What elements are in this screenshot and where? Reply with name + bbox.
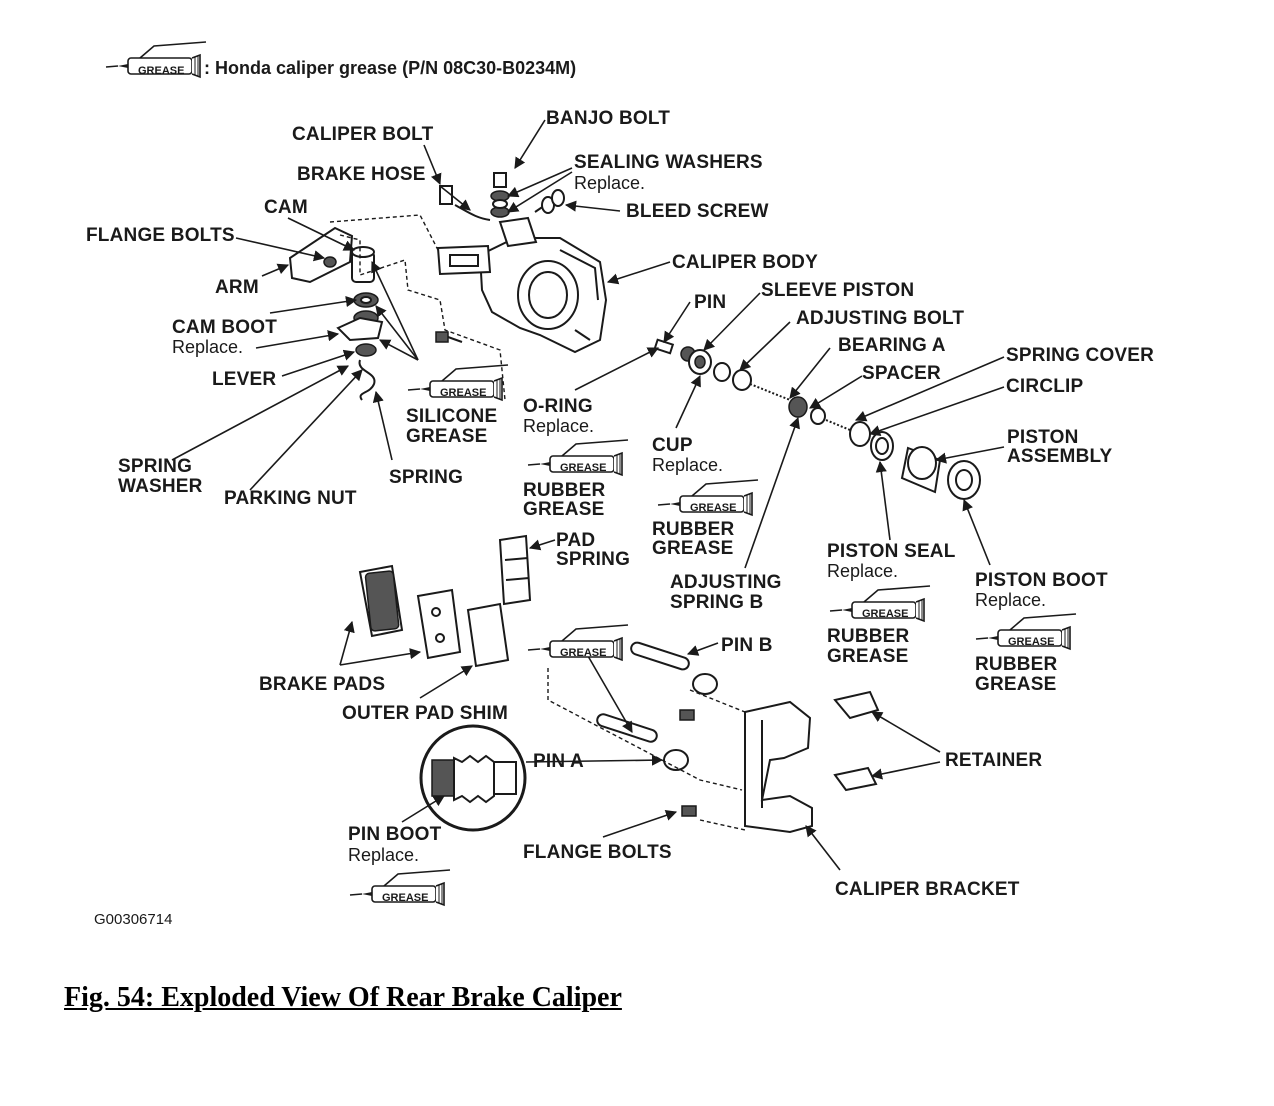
label-rubber-grease-1: GREASE	[523, 499, 604, 520]
alignment-guide-upper	[329, 214, 439, 251]
label-bearing-a: BEARING A	[838, 335, 946, 356]
label-brake-hose: BRAKE HOSE	[297, 164, 426, 185]
label-spring-cover: SPRING COVER	[1006, 345, 1154, 366]
grease-tube-label: GREASE	[1008, 636, 1054, 648]
alignment-guide	[339, 234, 506, 401]
label-sleeve-piston: SLEEVE PISTON	[761, 280, 914, 301]
label-sealing-washers: SEALING WASHERS	[574, 152, 763, 173]
label-spring: SPRING	[389, 467, 463, 488]
label-caliper-bracket: CALIPER BRACKET	[835, 879, 1020, 900]
grease-tube-label: GREASE	[138, 65, 184, 77]
label-circlip: CIRCLIP	[1006, 376, 1084, 397]
label-spacer: SPACER	[862, 363, 941, 384]
label-rubber-3: RUBBER	[827, 626, 910, 647]
label-pin: PIN	[694, 292, 726, 313]
label-cam: CAM	[264, 197, 308, 218]
label-banjo-bolt: BANJO BOLT	[546, 108, 670, 129]
label-rubber-1: RUBBER	[523, 480, 606, 501]
label-cup-note: Replace.	[652, 455, 723, 475]
pin-boot-detail	[419, 724, 527, 832]
label-piston-seal: PISTON SEAL	[827, 541, 956, 562]
brake-pads-drawing	[358, 534, 532, 668]
label-pad-spring: SPRING	[556, 549, 630, 570]
label-rubber-grease-4: GREASE	[975, 674, 1056, 695]
label-caliper-bolt: CALIPER BOLT	[292, 124, 434, 145]
label-sealing-washers-note: Replace.	[574, 173, 645, 193]
label-piston-seal-note: Replace.	[827, 561, 898, 581]
label-o-ring-note: Replace.	[523, 416, 594, 436]
label-flange-bolts-bottom: FLANGE BOLTS	[523, 842, 672, 863]
grease-tube-label: GREASE	[382, 892, 428, 904]
label-pad: PAD	[556, 530, 595, 551]
label-rubber-grease-3: GREASE	[827, 646, 908, 667]
figure-caption: Fig. 54: Exploded View Of Rear Brake Cal…	[64, 982, 622, 1013]
label-rubber-4: RUBBER	[975, 654, 1058, 675]
grease-tube-label: GREASE	[690, 502, 736, 514]
legend-text: : Honda caliper grease (P/N 08C30-B0234M…	[204, 58, 576, 78]
leader-lines	[171, 119, 1005, 871]
label-parking-nut: PARKING NUT	[224, 488, 357, 509]
label-pin-b: PIN B	[721, 635, 773, 656]
label-flange-bolts-top: FLANGE BOLTS	[86, 225, 235, 246]
label-rubber-2: RUBBER	[652, 519, 735, 540]
label-pin-boot-note: Replace.	[348, 845, 419, 865]
label-retainer: RETAINER	[945, 750, 1042, 771]
label-adjusting: ADJUSTING	[670, 572, 782, 593]
grease-legend: GREASE : Honda caliper grease (P/N 08C30…	[105, 41, 576, 78]
label-silicone: SILICONE	[406, 406, 497, 427]
label-brake-pads: BRAKE PADS	[259, 674, 385, 695]
label-silicone-grease: GREASE	[406, 426, 487, 447]
grease-tube-label: GREASE	[440, 387, 486, 399]
figure-code: G00306714	[94, 911, 172, 928]
grease-icons: GREASE GREASE GREASE GREASE GREASE GREAS…	[349, 364, 1077, 906]
label-bleed-screw: BLEED SCREW	[626, 201, 769, 222]
grease-tube-label: GREASE	[560, 647, 606, 659]
label-cam-boot-note: Replace.	[172, 337, 243, 357]
grease-tube-label: GREASE	[862, 608, 908, 620]
bracket-and-pins-drawing	[547, 641, 880, 834]
caliper-body-drawing	[436, 216, 608, 354]
label-outer-pad-shim: OUTER PAD SHIM	[342, 703, 508, 724]
label-cam-boot: CAM BOOT	[172, 317, 277, 338]
part-labels: CALIPER BOLT BANJO BOLT SEALING WASHERS …	[86, 108, 1154, 928]
label-cup: CUP	[652, 435, 693, 456]
label-spring-b: SPRING B	[670, 592, 763, 613]
label-pin-boot: PIN BOOT	[348, 824, 442, 845]
label-adjusting-bolt: ADJUSTING BOLT	[796, 308, 964, 329]
label-piston-boot-note: Replace.	[975, 590, 1046, 610]
label-spring-washer-2: WASHER	[118, 476, 203, 497]
label-pin-a: PIN A	[533, 751, 584, 772]
label-rubber-grease-2: GREASE	[652, 538, 733, 559]
label-piston: PISTON	[1007, 427, 1079, 448]
label-lever: LEVER	[212, 369, 276, 390]
grease-tube-label: GREASE	[560, 462, 606, 474]
label-caliper-body: CALIPER BODY	[672, 252, 818, 273]
small-bolt-drawing	[435, 331, 463, 343]
label-piston-boot: PISTON BOOT	[975, 570, 1108, 591]
piston-components-drawing	[653, 338, 981, 500]
label-arm: ARM	[215, 277, 259, 298]
label-spring-washer-1: SPRING	[118, 456, 192, 477]
label-o-ring: O-RING	[523, 396, 593, 417]
label-piston-assembly: ASSEMBLY	[1007, 446, 1113, 467]
